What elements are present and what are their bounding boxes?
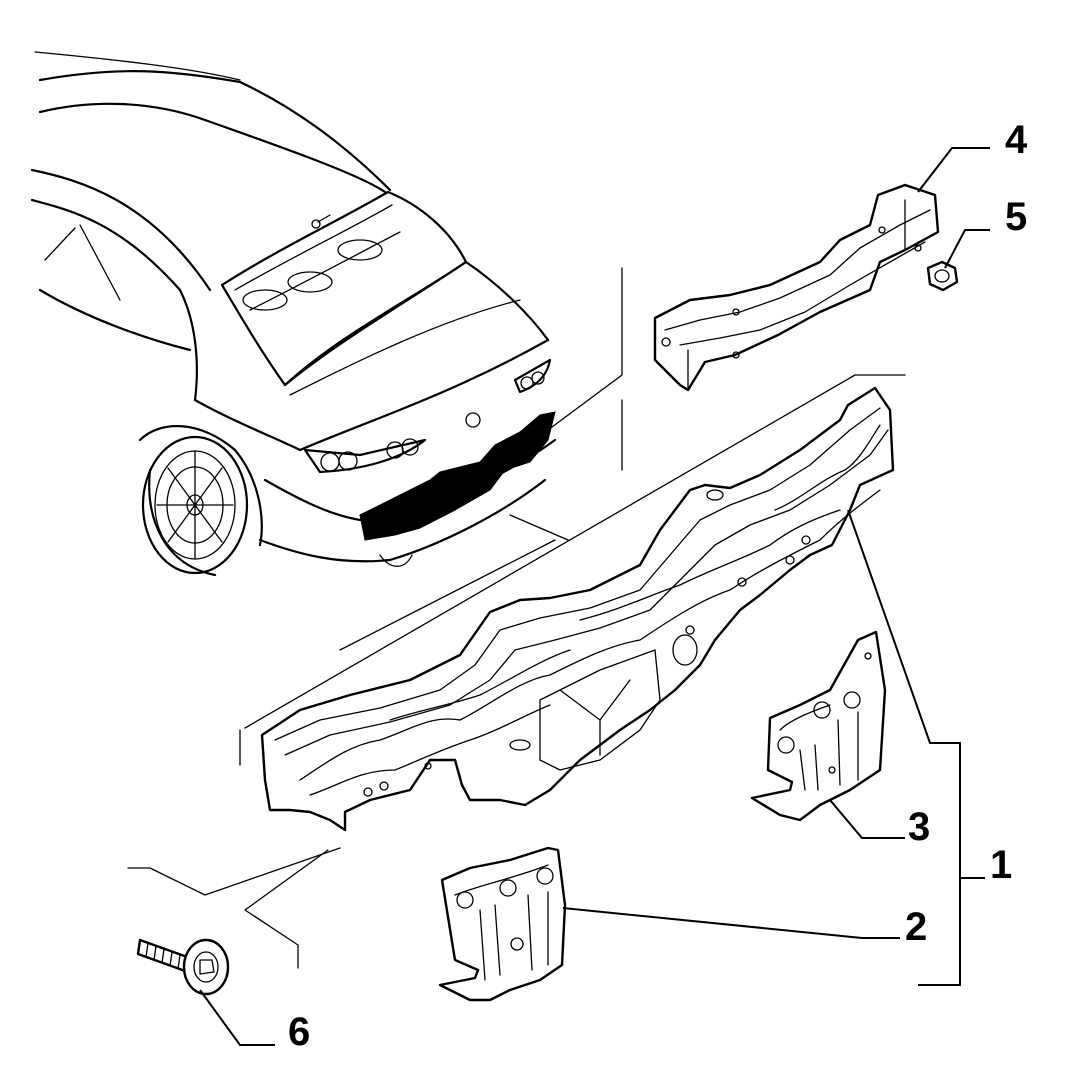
- part-4-cross-member: [653, 183, 940, 392]
- car-rear-view: [30, 51, 557, 577]
- part-5-nut: [926, 260, 959, 292]
- part-1-rear-panel: [260, 386, 895, 832]
- part-6-bolt: [136, 938, 230, 996]
- part-3-bracket: [750, 630, 887, 822]
- callout-3: 3: [908, 805, 930, 849]
- callout-6: 6: [288, 1010, 310, 1054]
- callout-2: 2: [905, 905, 927, 949]
- leader-1-bracket: [847, 509, 961, 986]
- leader-4: [917, 147, 990, 193]
- callout-5: 5: [1005, 195, 1027, 239]
- leader-3: [829, 799, 905, 839]
- leader-6: [199, 989, 275, 1046]
- callout-4: 4: [1005, 118, 1028, 162]
- callout-1: 1: [990, 843, 1012, 887]
- part-2-bracket: [438, 846, 567, 1002]
- callout-labels: 1 2 3 4 5 6: [288, 118, 1028, 1054]
- rear-panel-silhouette: [359, 411, 556, 541]
- leader-5: [944, 229, 990, 269]
- leader-lines: [199, 147, 990, 1046]
- panel-connection-lines: [127, 374, 906, 969]
- leader-2: [562, 907, 900, 939]
- car-connection-lines: [339, 267, 623, 651]
